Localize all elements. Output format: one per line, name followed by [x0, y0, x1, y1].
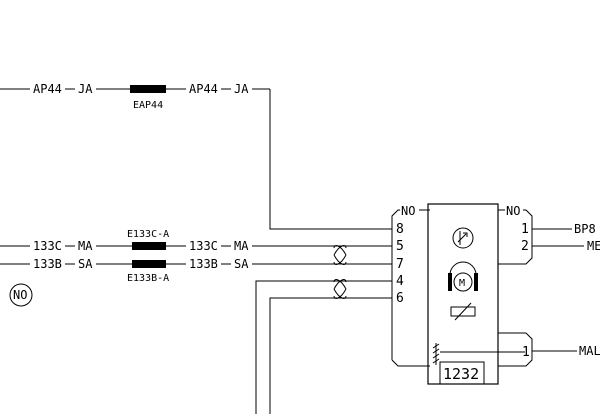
connector-no-left: NO [401, 204, 415, 218]
pin-right-1: 1 [521, 222, 529, 237]
connector-no-right: NO [506, 204, 520, 218]
pin-4: 4 [396, 274, 404, 289]
twisted-pair-symbol-lower [333, 279, 347, 299]
wire-label-ap44-right: AP44 [189, 82, 218, 96]
connector-block-mal: 1 MAL [498, 332, 600, 367]
variable-resistor-icon [450, 302, 476, 321]
connector-label-e133c: E133C-A [127, 229, 169, 240]
wire-label-133b-right: 133B [189, 257, 218, 271]
connector-label-e133b: E133B-A [127, 273, 169, 284]
wire-133b-row: 133B SA E133B-A 133B SA [0, 257, 392, 284]
motor-icon: M [448, 261, 478, 292]
twisted-pair-symbol [333, 245, 347, 265]
wire-ap44-row: AP44 JA EAP44 AP44 JA [0, 82, 392, 230]
wire-pin-6 [269, 297, 392, 414]
wire-label-133c-right: 133C [189, 239, 218, 253]
wire-color-sa-right: SA [234, 257, 249, 271]
pin-5: 5 [396, 239, 404, 254]
connector-block-left: NO 8 5 7 4 6 [391, 204, 430, 367]
wire-133c-row: 133C MA E133C-A 133C MA [0, 229, 392, 253]
wire-label-me: ME [587, 239, 600, 253]
pin-8: 8 [396, 222, 404, 237]
wire-color-ma-left: MA [78, 239, 93, 253]
connector-block-right: NO 1 2 BP8 ME [498, 204, 600, 265]
motor-label: M [459, 278, 465, 289]
connector-label-eap44: EAP44 [133, 100, 163, 111]
sensor-arrow [457, 231, 468, 245]
wire-label-bp8: BP8 [574, 222, 596, 236]
pin-mal-1: 1 [522, 345, 530, 360]
component-1232: M 1232 [427, 203, 525, 385]
no-badge-label: NO [13, 288, 27, 302]
wire-label-mal: MAL [579, 344, 600, 358]
wire-color-ja-right: JA [234, 82, 249, 96]
component-id: 1232 [443, 365, 479, 383]
pin-7: 7 [396, 257, 404, 272]
wire-label-133c-left: 133C [33, 239, 62, 253]
wire-color-ma-right: MA [234, 239, 249, 253]
wire-color-sa-left: SA [78, 257, 93, 271]
no-badge: NO [9, 283, 33, 307]
pin-right-2: 2 [521, 239, 529, 254]
ground-symbol [432, 343, 440, 365]
connector-eap44 [130, 85, 166, 93]
wire-pin-4 [255, 280, 392, 414]
wire-color-ja-left: JA [78, 82, 93, 96]
connector-e133c [132, 242, 166, 250]
sensor-icon [452, 227, 474, 249]
pin-6: 6 [396, 291, 404, 306]
connector-e133b [132, 260, 166, 268]
wire-label-ap44-left: AP44 [33, 82, 62, 96]
wire-label-133b-left: 133B [33, 257, 62, 271]
